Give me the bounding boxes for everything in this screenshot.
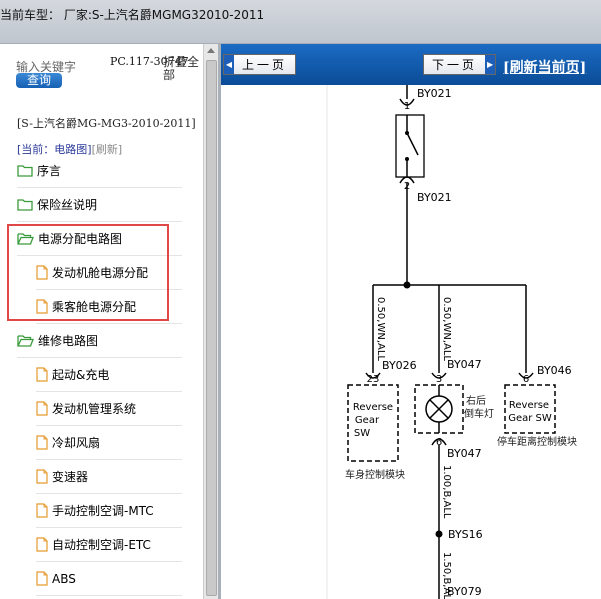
vehicle-name: [S-上汽名爵MG-MG3-2010-2011] bbox=[17, 117, 196, 130]
splice-dot bbox=[435, 530, 443, 538]
tree-item-fuse[interactable]: 保险丝说明 bbox=[17, 188, 182, 222]
document-icon bbox=[36, 469, 48, 484]
refresh-tree-link[interactable]: [刷新] bbox=[91, 143, 123, 156]
document-icon bbox=[36, 401, 48, 416]
document-icon bbox=[36, 435, 48, 450]
folder-icon bbox=[17, 164, 33, 177]
arrow-right-icon: ▶ bbox=[485, 55, 496, 74]
tree-item-label: 维修电路图 bbox=[38, 334, 99, 348]
tree-item-abs[interactable]: ABS bbox=[36, 562, 182, 596]
next-page-button[interactable]: 下一页 ▶ bbox=[423, 54, 497, 75]
connector-c2-pin: 3 bbox=[436, 374, 442, 385]
search-button[interactable]: 查询 bbox=[16, 73, 62, 88]
reverse-light-switch bbox=[395, 114, 425, 178]
page-nav-bar: ◀ 上一页 下一页 ▶ [刷新当前页] bbox=[221, 44, 601, 85]
document-icon bbox=[36, 571, 48, 586]
document-icon bbox=[36, 265, 48, 280]
tree-item-cabin-power[interactable]: 乘客舱电源分配 bbox=[36, 290, 182, 324]
connector-c2-out: BY047 bbox=[447, 447, 482, 460]
tree-item-manual-ac[interactable]: 手动控制空调-MTC bbox=[36, 494, 182, 528]
pane-divider[interactable] bbox=[218, 44, 221, 599]
tree-item-label: 发动机管理系统 bbox=[52, 402, 137, 416]
scrollbar-thumb[interactable] bbox=[206, 60, 217, 596]
document-icon bbox=[36, 367, 48, 382]
tree-item-label: 冷却风扇 bbox=[52, 436, 101, 450]
tree-item-label: 乘客舱电源分配 bbox=[52, 300, 137, 314]
current-label: [当前：电路图] bbox=[17, 143, 92, 156]
wiring-diagram-svg: 1 BY021 2 BY021 0.50,WN,ALL 23 BY026 bbox=[326, 85, 577, 599]
wire-label-2: 0.50,WN,ALL bbox=[441, 297, 452, 361]
tree-item-engine-management[interactable]: 发动机管理系统 bbox=[36, 392, 182, 426]
connector-c2: BY047 bbox=[447, 358, 482, 371]
folder-icon bbox=[17, 198, 33, 211]
tree-item-label: 电源分配电路图 bbox=[38, 232, 123, 246]
current-location: [当前：电路图][刷新] bbox=[17, 141, 122, 157]
body-control-module-label: 车身控制模块 bbox=[345, 468, 405, 481]
sidebar: 输入关键字 查询 PC.117-30747 折叠全部 [S-上汽名爵MG-MG3… bbox=[0, 44, 203, 599]
body-control-module-box bbox=[347, 384, 399, 462]
tree-item-label: 起动&充电 bbox=[52, 368, 110, 382]
splice-label: BYS16 bbox=[448, 528, 483, 541]
lamp-label-2: 倒车灯 bbox=[464, 407, 494, 420]
tree-item-start-charge[interactable]: 起动&充电 bbox=[36, 358, 182, 392]
arrow-left-icon: ◀ bbox=[224, 55, 234, 74]
tree-item-auto-ac[interactable]: 自动控制空调-ETC bbox=[36, 528, 182, 562]
folder-open-icon bbox=[17, 334, 34, 347]
tree-item-label: 手动控制空调-MTC bbox=[52, 504, 154, 518]
connector-bottom: BY021 bbox=[417, 191, 452, 204]
tree-item-transmission[interactable]: 变速器 bbox=[36, 460, 182, 494]
highlight-box bbox=[7, 224, 169, 321]
connector-c1: BY026 bbox=[382, 359, 417, 372]
tree-item-label: ABS bbox=[52, 571, 76, 586]
parking-distance-module-label: 停车距离控制模块 bbox=[497, 435, 577, 448]
connector-top-pin: 1 bbox=[404, 101, 410, 112]
connector-bottom2: BY079 bbox=[447, 585, 482, 598]
svg-text:Gear: Gear bbox=[355, 415, 380, 426]
lamp-label-1: 右后 bbox=[466, 394, 486, 407]
document-icon bbox=[36, 503, 48, 518]
search-input[interactable]: 输入关键字 bbox=[16, 60, 77, 74]
pc-code: PC.117-30747 bbox=[110, 55, 189, 68]
connector-top-symbol bbox=[399, 98, 415, 106]
svg-text:Reverse: Reverse bbox=[353, 402, 393, 413]
tree-item-label: 序言 bbox=[37, 164, 62, 178]
tree-item-label: 自动控制空调-ETC bbox=[52, 538, 151, 552]
tree-item-label: 保险丝说明 bbox=[37, 198, 98, 212]
tree-item-cooling-fan[interactable]: 冷却风扇 bbox=[36, 426, 182, 460]
connector-c3-pin: 6 bbox=[523, 374, 529, 385]
folder-open-icon bbox=[17, 232, 34, 245]
wiring-diagram: 1 BY021 2 BY021 0.50,WN,ALL 23 BY026 bbox=[221, 85, 601, 599]
tree-item-label: 发动机舱电源分配 bbox=[52, 266, 149, 280]
diagram-pane: ◀ 上一页 下一页 ▶ [刷新当前页] 1 BY021 bbox=[221, 44, 601, 599]
tree-item-engine-power[interactable]: 发动机舱电源分配 bbox=[36, 256, 182, 290]
title-bar: 当前车型： 厂家:S-上汽名爵MGMG32010-2011 bbox=[0, 0, 601, 44]
connector-top: BY021 bbox=[417, 87, 452, 100]
prev-page-button[interactable]: ◀ 上一页 bbox=[223, 54, 297, 75]
document-icon bbox=[36, 299, 48, 314]
tree-item-power-distribution[interactable]: 电源分配电路图 bbox=[17, 222, 182, 256]
connector-c3: BY046 bbox=[537, 364, 572, 377]
scroll-up-icon[interactable] bbox=[207, 48, 215, 53]
connector-c1-pin: 23 bbox=[367, 374, 380, 385]
connector-c2-out-pin: 6 bbox=[436, 437, 442, 448]
refresh-page-link[interactable]: [刷新当前页] bbox=[503, 60, 587, 76]
document-icon bbox=[36, 537, 48, 552]
svg-text:Reverse: Reverse bbox=[509, 400, 549, 411]
wire-label-3: 1.00,B,ALL bbox=[441, 465, 452, 519]
tree-item-preface[interactable]: 序言 bbox=[17, 154, 182, 188]
collapse-all-button[interactable]: 折叠全部 bbox=[163, 55, 200, 82]
parking-distance-module-box bbox=[504, 384, 556, 434]
tree-item-repair-diagrams[interactable]: 维修电路图 bbox=[17, 324, 182, 358]
svg-text:SW: SW bbox=[354, 428, 370, 439]
sidebar-scrollbar[interactable] bbox=[203, 44, 218, 599]
svg-text:Gear SW: Gear SW bbox=[508, 413, 552, 424]
window-title: 当前车型： 厂家:S-上汽名爵MGMG32010-2011 bbox=[0, 8, 265, 22]
tree-item-label: 变速器 bbox=[52, 470, 89, 484]
wire-label-1: 0.50,WN,ALL bbox=[375, 297, 386, 361]
wire-label-4: 1.50,B,ALL bbox=[441, 552, 452, 599]
